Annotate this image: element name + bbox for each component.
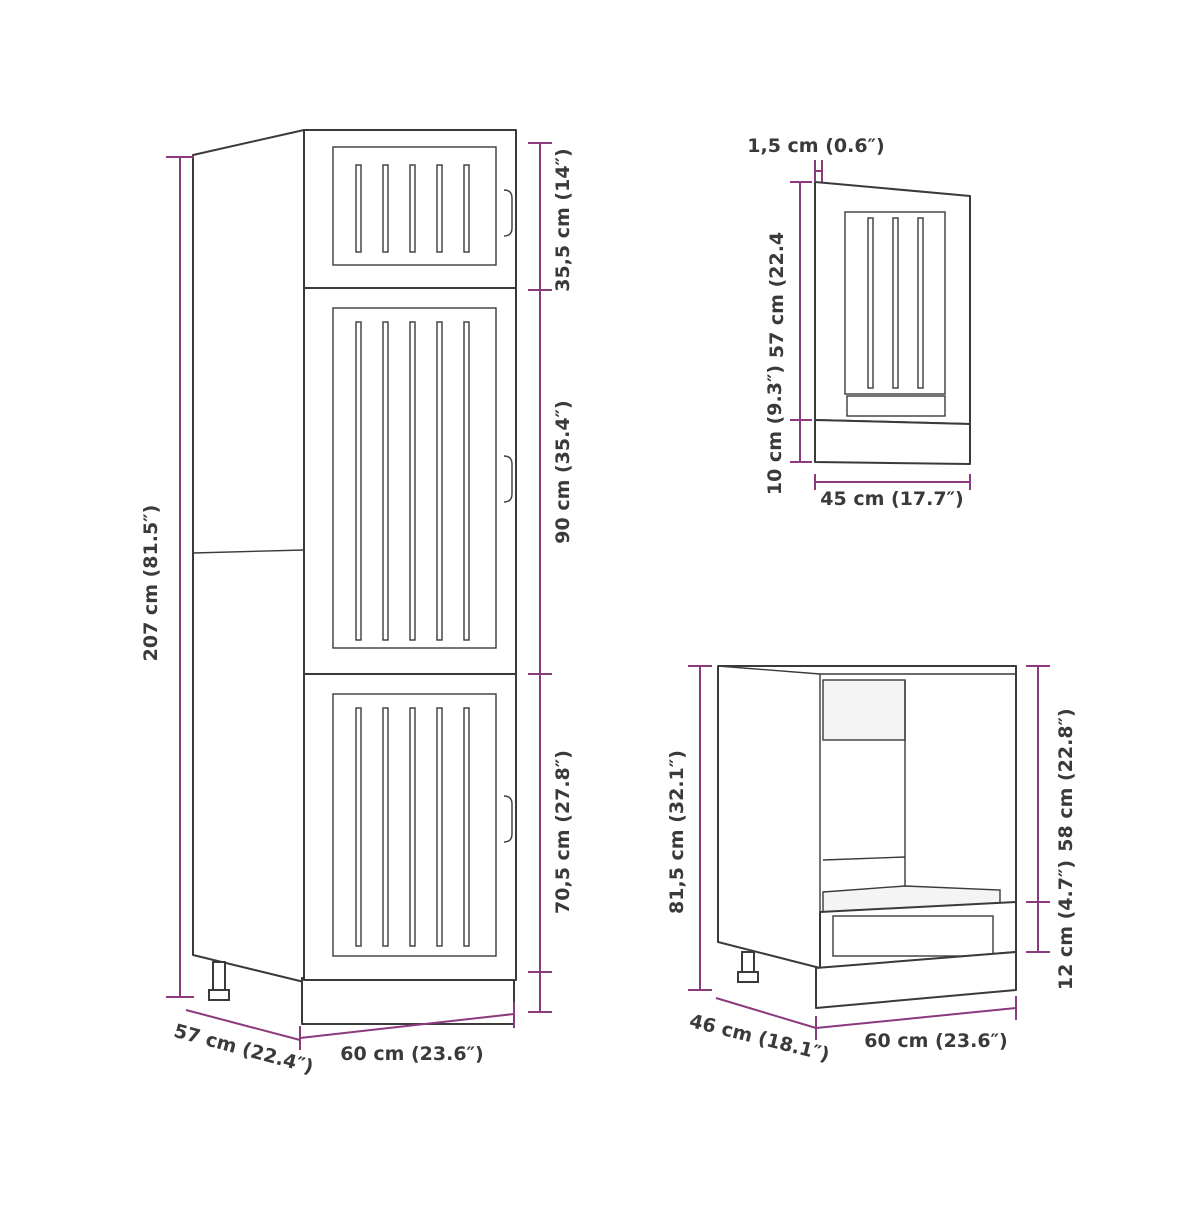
oven-back-shelf (822, 856, 906, 861)
width-dimension-line (299, 1013, 515, 1039)
door-slat (409, 164, 416, 253)
depth-dimension-line (185, 1009, 301, 1041)
door-slat (409, 707, 416, 947)
tall-depth-label: 57 cm (22.4″) (171, 1020, 315, 1078)
door-slat (382, 321, 389, 641)
top-door-handle[interactable] (503, 189, 513, 237)
door-slat (917, 217, 924, 389)
oven-plinth (815, 951, 1017, 1009)
tall-width-label: 60 cm (23.6″) (340, 1043, 483, 1065)
oven-upper-shelf (822, 679, 906, 741)
oven-opening-label: 58 cm (22.8″) (1055, 708, 1077, 851)
top-edge (717, 665, 821, 675)
door-slat (463, 707, 470, 947)
door-panel-plinth (814, 419, 971, 465)
door-slat (436, 321, 443, 641)
door-slat (436, 707, 443, 947)
door-slat (867, 217, 874, 389)
tall-cabinet-plinth (301, 977, 515, 1025)
oven-leg-foot (737, 971, 759, 983)
oven-drawer-panel (832, 915, 994, 957)
middle-door-handle[interactable] (503, 455, 513, 503)
bottom-door-height-label: 70,5 cm (27.8″) (552, 750, 574, 914)
tall-height-label: 207 cm (81.5″) (140, 505, 162, 662)
door-slat (892, 217, 899, 389)
oven-leg (741, 951, 755, 975)
oven-depth-label: 46 cm (18.1″) (687, 1010, 832, 1066)
top-door-frame (332, 146, 497, 266)
panel-width-label: 45 cm (17.7″) (820, 488, 963, 510)
door-slat (355, 321, 362, 641)
middle-door-frame (332, 307, 497, 649)
oven-cabinet: 81,5 cm (32.1″) 58 cm (22.8″) 12 cm (4.7… (666, 665, 1077, 1066)
oven-width-label: 60 cm (23.6″) (864, 1030, 1007, 1052)
door-slat (463, 321, 470, 641)
door-panel-frame (844, 211, 946, 395)
bottom-door-frame (332, 693, 497, 957)
tall-cabinet-side-panel (192, 129, 305, 983)
door-slat (463, 164, 470, 253)
door-panel: 1,5 cm (0.6″) 57 cm (22.4 10 cm (9.3″) 4… (747, 135, 971, 510)
door-slat (355, 164, 362, 253)
cabinet-leg-foot (208, 989, 230, 1001)
door-slat (409, 321, 416, 641)
door-slat (382, 164, 389, 253)
door-slats (355, 164, 470, 947)
oven-height-label: 81,5 cm (32.1″) (666, 750, 688, 914)
bottom-door-handle[interactable] (503, 795, 513, 843)
top-door-height-label: 35,5 cm (14″) (552, 148, 574, 291)
side-panel-joint (192, 549, 305, 554)
panel-lower-label: 10 cm (9.3″) (764, 365, 786, 495)
door-slat (355, 707, 362, 947)
door-slat (436, 164, 443, 253)
oven-depth-line (715, 997, 817, 1029)
panel-height-label: 57 cm (22.4 (766, 232, 788, 358)
middle-door-height-label: 90 cm (35.4″) (552, 400, 574, 543)
door-slat (382, 707, 389, 947)
panel-thickness-label: 1,5 cm (0.6″) (747, 135, 884, 157)
oven-drawer-label: 12 cm (4.7″) (1055, 860, 1077, 990)
panel-slats (867, 217, 924, 389)
door-panel-rail (846, 395, 946, 417)
oven-width-line (815, 1007, 1017, 1029)
tall-cabinet: 207 cm (81.5″) 35,5 cm (14″) 90 cm (35.4… (140, 129, 574, 1078)
